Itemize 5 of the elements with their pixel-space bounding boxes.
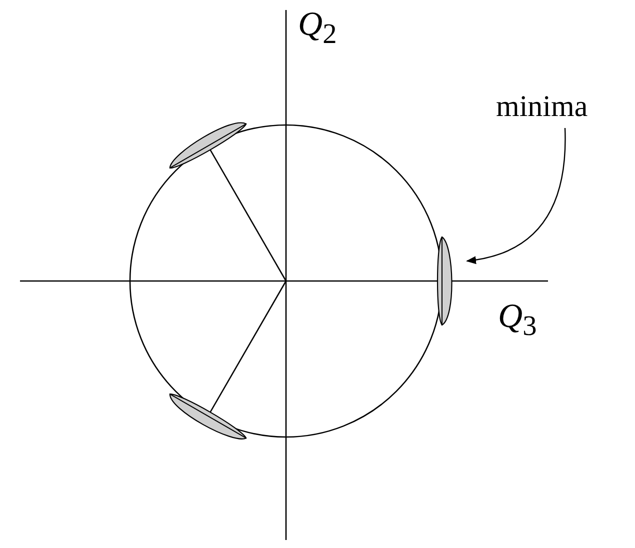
- axis-label: Q$_{3}$: [498, 300, 537, 342]
- axis-label: Q$_{2}$: [298, 8, 337, 50]
- callout-text: minima: [496, 92, 588, 122]
- minimum-well: [436, 236, 452, 326]
- leader-arrow: [466, 128, 566, 264]
